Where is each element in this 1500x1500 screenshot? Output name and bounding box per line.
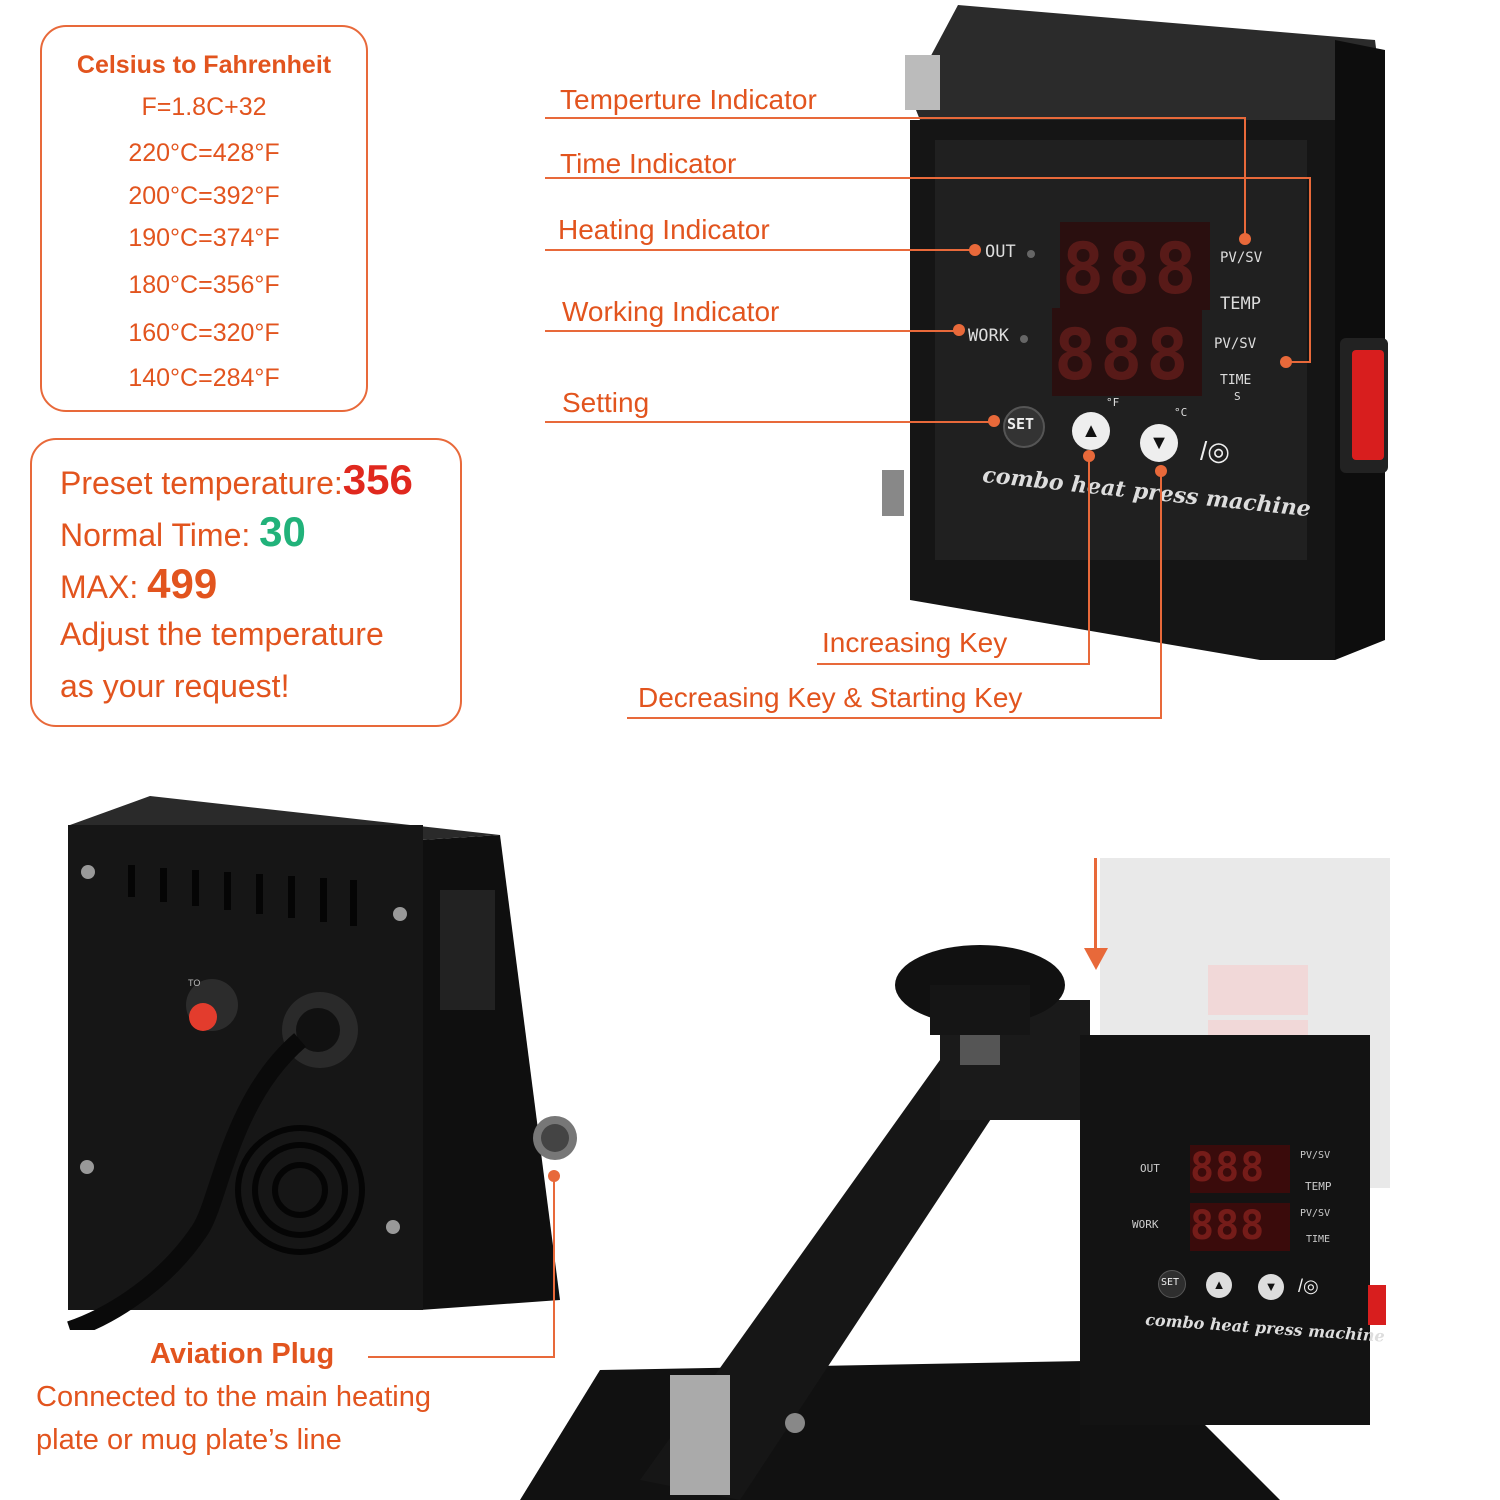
fahrenheit-label: °F <box>1106 396 1120 409</box>
conversion-row: 220°C=428°F <box>128 139 280 167</box>
work-label: WORK <box>968 326 1009 346</box>
small-display-time-digits: 888 <box>1190 1203 1266 1249</box>
increasing-callout-dot <box>1083 450 1095 462</box>
pvsv-temp-label: PV/SV <box>1220 250 1263 266</box>
out-label: OUT <box>985 242 1016 262</box>
small-pvsv-temp-label: PV/SV <box>1300 1150 1331 1161</box>
time-display: 888 <box>1054 314 1193 396</box>
time-callout-tail <box>1288 361 1311 363</box>
time-callout-drop <box>1309 177 1311 363</box>
small-work-label: WORK <box>1132 1218 1159 1231</box>
aviation-plug-title: Aviation Plug <box>150 1338 335 1370</box>
conversion-box: Celsius to Fahrenheit F=1.8C+32 220°C=42… <box>40 25 368 412</box>
max-label: MAX: <box>60 569 148 605</box>
time-callout-dot <box>1280 356 1292 368</box>
power-standby-icon: /◎ <box>1200 436 1230 466</box>
increasing-callout-line <box>817 663 1089 665</box>
working-indicator-label: Working Indicator <box>562 296 780 327</box>
normal-time-line: Normal Time: 30 <box>60 508 306 556</box>
set-button[interactable] <box>1003 406 1045 448</box>
preset-temperature-label: Preset temperature: <box>60 465 343 501</box>
heating-indicator-label: Heating Indicator <box>558 214 770 245</box>
max-line: MAX: 499 <box>60 560 217 608</box>
down-arrow-icon <box>1084 948 1108 970</box>
time-indicator-label: Time Indicator <box>560 148 737 179</box>
aviation-desc-line-1: Connected to the main heating <box>36 1381 431 1413</box>
aviation-desc-line-2: plate or mug plate’s line <box>36 1424 342 1456</box>
small-display-time: 888 <box>1190 1203 1290 1251</box>
preset-box: Preset temperature:356 Normal Time: 30 M… <box>30 438 462 727</box>
setting-label: Setting <box>562 387 650 418</box>
small-decrease-button[interactable]: ▼ <box>1258 1274 1284 1300</box>
working-callout-line <box>545 330 957 332</box>
small-up-arrow-icon: ▲ <box>1212 1277 1226 1292</box>
conversion-formula: F=1.8C+32 <box>141 93 267 121</box>
small-set-label: SET <box>1161 1277 1180 1288</box>
small-pvsv-time-label: PV/SV <box>1300 1208 1331 1219</box>
small-set-button[interactable] <box>1158 1270 1186 1298</box>
temperature-callout-line <box>545 117 1245 119</box>
time-unit-label: S <box>1234 390 1241 403</box>
small-display-temp: 888 <box>1190 1145 1290 1193</box>
heating-callout-dot <box>969 244 981 256</box>
swivel-mount-image <box>520 858 1390 1500</box>
increasing-callout-rise <box>1088 455 1090 665</box>
decreasing-key-label: Decreasing Key & Starting Key <box>638 682 1023 713</box>
small-display-temp-digits: 888 <box>1190 1145 1266 1191</box>
setting-callout-line <box>545 421 995 423</box>
fuse-label: TO <box>188 978 201 988</box>
celsius-label: °C <box>1174 406 1188 419</box>
temperature-callout-dot <box>1239 233 1251 245</box>
up-arrow-icon: ▲ <box>1081 420 1101 442</box>
normal-time-label: Normal Time: <box>60 517 260 553</box>
decrease-button[interactable]: ▼ <box>1140 424 1178 462</box>
conversion-row: 160°C=320°F <box>128 319 280 347</box>
increase-button[interactable]: ▲ <box>1072 412 1110 450</box>
decreasing-callout-line <box>627 717 1162 719</box>
down-arrow-icon: ▼ <box>1149 432 1169 454</box>
move-arrow-shaft <box>1094 858 1097 958</box>
adjust-line-1: Adjust the temperature <box>60 616 384 652</box>
work-led <box>1020 335 1028 343</box>
conversion-row: 140°C=284°F <box>128 364 280 392</box>
set-label: SET <box>1007 415 1035 433</box>
small-out-label: OUT <box>1140 1162 1160 1175</box>
decreasing-callout-dot <box>1155 465 1167 477</box>
heating-callout-line <box>545 249 975 251</box>
small-temp-label: TEMP <box>1305 1180 1332 1193</box>
preset-temperature-line: Preset temperature:356 <box>60 456 413 504</box>
time-callout-line <box>545 177 1311 179</box>
time-label: TIME <box>1220 373 1252 388</box>
max-value: 499 <box>147 560 218 607</box>
conversion-row: 180°C=356°F <box>128 271 280 299</box>
conversion-row: 190°C=374°F <box>128 224 280 252</box>
aviation-callout-drop <box>553 1176 555 1358</box>
temp-label: TEMP <box>1220 294 1261 314</box>
conversion-title: Celsius to Fahrenheit <box>76 51 332 79</box>
normal-time-value: 30 <box>259 508 306 555</box>
adjust-line-2: as your request! <box>60 668 290 704</box>
pvsv-time-label: PV/SV <box>1214 336 1257 352</box>
temperature-indicator-label: Temperture Indicator <box>560 84 817 115</box>
small-increase-button[interactable]: ▲ <box>1206 1272 1232 1298</box>
decreasing-callout-rise <box>1160 470 1162 719</box>
out-led <box>1027 250 1035 258</box>
preset-temperature-value: 356 <box>342 456 413 503</box>
temp-display: 888 <box>1062 228 1201 310</box>
setting-callout-dot <box>988 415 1000 427</box>
small-down-arrow-icon: ▼ <box>1264 1279 1278 1294</box>
small-power-standby-icon: /◎ <box>1298 1276 1319 1296</box>
aviation-callout-line <box>368 1356 555 1358</box>
working-callout-dot <box>953 324 965 336</box>
small-time-label: TIME <box>1306 1234 1331 1245</box>
increasing-key-label: Increasing Key <box>822 627 1008 658</box>
controller-rear-image <box>67 796 577 1330</box>
conversion-row: 200°C=392°F <box>128 182 280 210</box>
